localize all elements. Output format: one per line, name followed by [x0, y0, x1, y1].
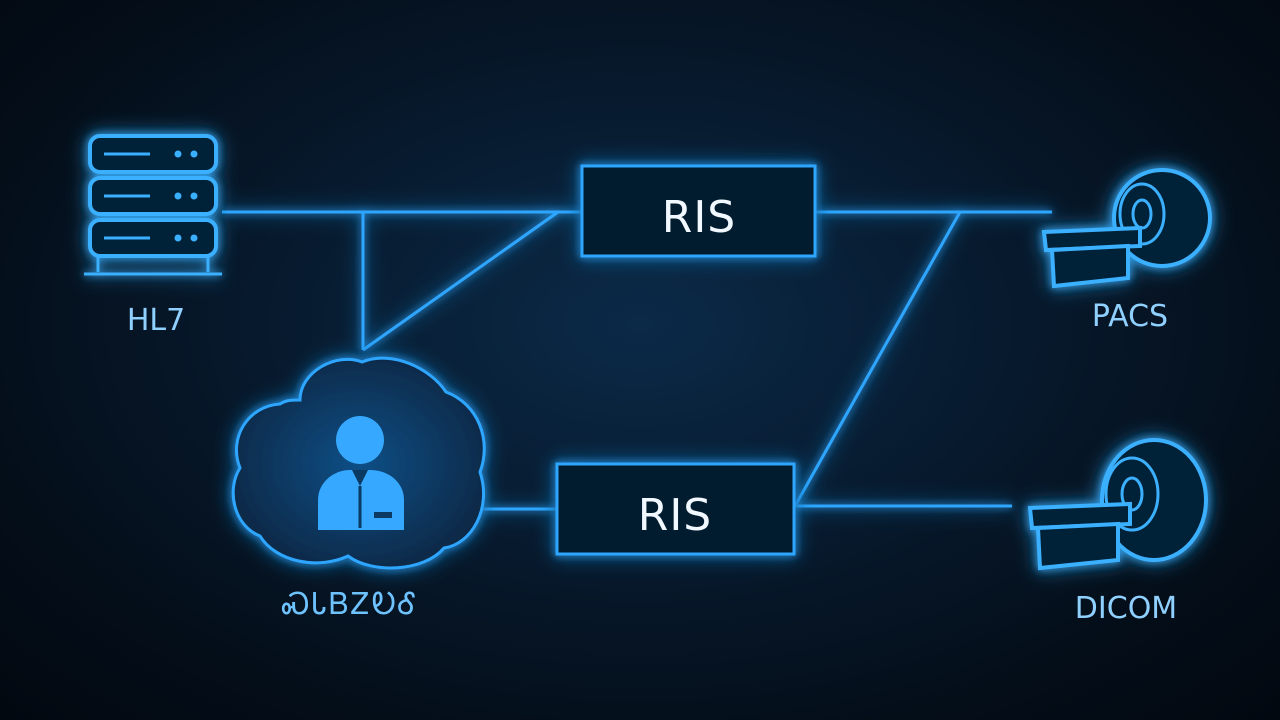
link-user-ris-top	[362, 210, 559, 352]
dicom-label: DICOM	[1075, 591, 1177, 626]
server-icon[interactable]	[84, 134, 222, 276]
pacs-label: PACS	[1092, 299, 1168, 334]
ris-top-box[interactable]: RIS	[580, 164, 817, 258]
dicom-bed-top	[1027, 501, 1132, 531]
doctor-icon	[318, 416, 404, 530]
user-label: ᏍᏓᏴᏃᎧᎴ	[282, 587, 418, 622]
pacs-bed-base	[1049, 243, 1130, 289]
ris-bottom-box[interactable]: RIS	[555, 462, 796, 556]
ris-bottom-frame	[555, 462, 796, 556]
server-unit-3	[88, 218, 218, 258]
link-pacs-ris-bottom	[793, 211, 962, 507]
ris-top-label: RIS	[662, 192, 736, 243]
server-unit-1	[88, 134, 218, 174]
hl7-label: HL7	[127, 303, 185, 338]
ris-top-frame	[580, 164, 817, 258]
ris-bottom-label: RIS	[638, 490, 712, 541]
dicom-bed-base	[1035, 521, 1120, 571]
doctor-cloud-icon[interactable]	[231, 356, 486, 570]
pacs-bed-top	[1041, 225, 1142, 253]
connections	[222, 210, 1052, 511]
mri-scanner-icon[interactable]	[1041, 168, 1212, 289]
server-unit-2	[88, 176, 218, 216]
mri-scanner-icon[interactable]	[1027, 438, 1208, 571]
